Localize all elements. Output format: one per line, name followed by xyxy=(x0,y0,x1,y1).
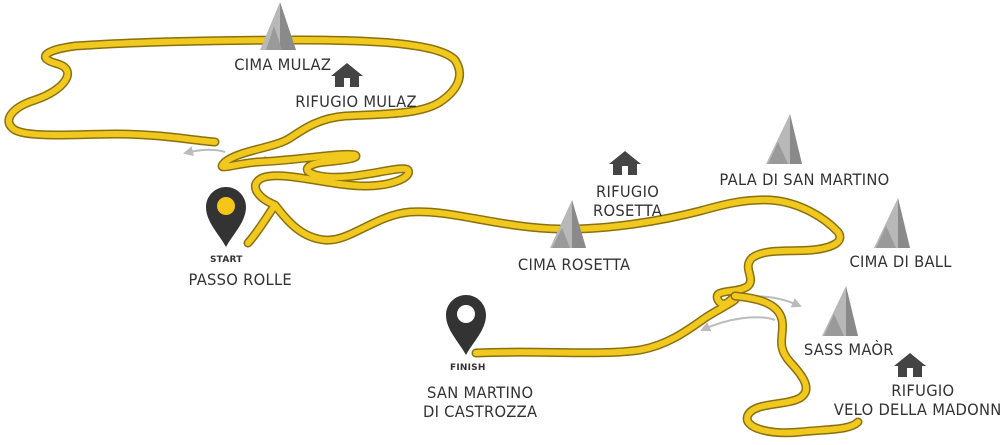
peak-label-cima-rosetta: CIMA ROSETTA xyxy=(517,255,631,274)
hut-icon xyxy=(894,353,926,377)
map-pin-icon xyxy=(446,295,486,355)
mountain-icon xyxy=(550,200,586,248)
start-tag: START xyxy=(210,255,243,265)
hut-label-rifugio-rosetta: RIFUGIO ROSETTA xyxy=(593,182,663,220)
hut-icon xyxy=(609,151,641,175)
arrow-icon xyxy=(183,146,226,157)
peak-label-cima-di-ball: CIMA DI BALL xyxy=(849,252,952,271)
hut-label-rifugio-mulaz: RIFUGIO MULAZ xyxy=(295,92,417,111)
mountain-icon xyxy=(822,286,858,336)
hut-icon xyxy=(331,63,363,87)
mountain-icon xyxy=(874,198,910,248)
mountain-icon xyxy=(766,114,802,164)
finish-name: SAN MARTINO DI CASTROZZA xyxy=(422,383,538,421)
start-name: PASSO ROLLE xyxy=(188,270,293,289)
finish-tag: FINISH xyxy=(450,363,486,373)
hut-label-rifugio-velo: RIFUGIO VELO DELLA MADONNA xyxy=(833,381,1000,419)
peak-label-sass-maor: SASS MAÒR xyxy=(803,340,894,359)
peak-label-pala-di-san-martino: PALA DI SAN MARTINO xyxy=(719,170,890,189)
mountain-icon xyxy=(260,2,296,50)
trail-route xyxy=(4,35,863,438)
map-pin-icon xyxy=(206,187,246,247)
arrow-icon xyxy=(700,316,776,332)
peak-label-cima-mulaz: CIMA MULAZ xyxy=(234,55,332,74)
